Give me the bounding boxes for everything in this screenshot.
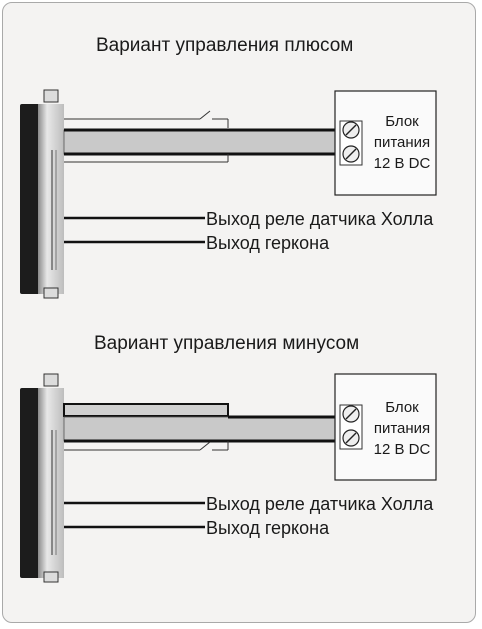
diagram-title: Вариант управления плюсом	[96, 35, 353, 56]
screw-terminal-icon	[342, 405, 360, 423]
switch-contact-icon	[64, 110, 229, 128]
diagram-title: Вариант управления минусом	[94, 333, 359, 354]
psu-label-line1: Блок	[385, 399, 419, 416]
hall-sensor-icon	[20, 373, 64, 583]
psu-label-line3: 12 В DC	[374, 441, 431, 458]
power-supply: Блок питания 12 В DC	[334, 90, 437, 196]
switch-contact-icon	[64, 441, 229, 451]
reed-output-label: Выход геркона	[206, 233, 330, 253]
screw-terminal-icon	[342, 145, 360, 163]
diagram-minus: Вариант управления минусом Выход реле да…	[20, 333, 437, 583]
power-supply: Блок питания 12 В DC	[334, 373, 437, 481]
psu-label-line1: Блок	[385, 113, 419, 130]
psu-label-line3: 12 В DC	[374, 155, 431, 172]
psu-label-line2: питания	[374, 420, 430, 437]
hall-sensor-icon	[20, 89, 64, 299]
hall-relay-output-label: Выход реле датчика Холла	[206, 209, 434, 229]
psu-label-line2: питания	[374, 134, 430, 151]
reed-output-label: Выход геркона	[206, 518, 330, 538]
hall-relay-output-label: Выход реле датчика Холла	[206, 494, 434, 514]
screw-terminal-icon	[342, 121, 360, 139]
bus-cable	[63, 129, 339, 155]
diagram-plus: Вариант управления плюсом Выход реле дат…	[20, 35, 437, 299]
bus-cable	[63, 416, 339, 442]
screw-terminal-icon	[342, 429, 360, 447]
